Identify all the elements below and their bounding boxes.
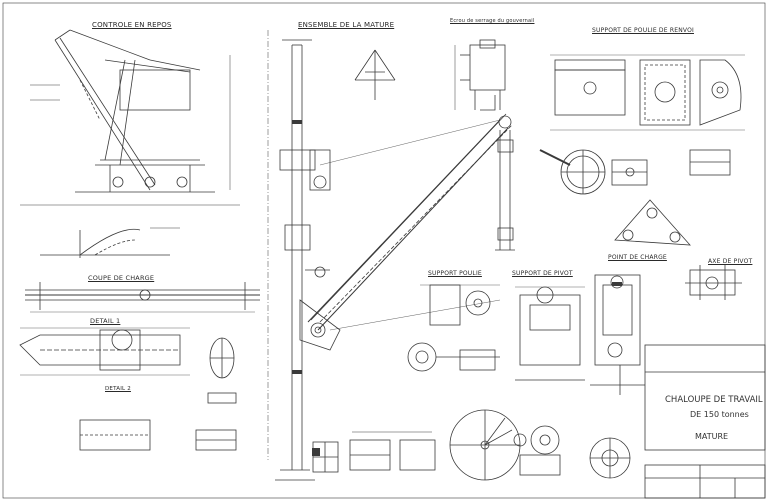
title-block-line-3: MATURE [695,432,729,441]
title-block-line-1: CHALOUPE DE TRAVAIL [665,395,763,405]
title-block-line-2: DE 150 tonnes [690,410,749,419]
winch-drum [449,409,561,481]
base-wheel [589,437,631,479]
load-diagram [25,282,260,313]
view-title-load-diagram: COUPE DE CHARGE [88,274,155,282]
view-title-assembly: ENSEMBLE DE LA MATURE [298,21,395,29]
detail-1 [19,327,190,376]
sheave-detail [539,149,648,195]
pivot-axle [685,265,742,300]
view-title-general: CONTROLE EN REPOS [92,21,172,29]
pulley-bracket [407,284,500,372]
shackle-detail [207,337,237,404]
triangular-plate [614,199,691,246]
view-title-hoist-detail: Ecrou de serrage du gouvernail [450,18,535,24]
title-block-frame [644,344,766,499]
mast-assembly [267,30,515,481]
pivot-support [515,286,585,381]
view-title-detail-1: DETAIL 1 [90,317,121,325]
swing-arc-diagram [40,227,180,258]
view-title-pulley-bracket: SUPPORT POULIE [428,270,482,277]
detail-2 [79,419,237,451]
view-title-pivot-support: SUPPORT DE PIVOT [512,270,573,277]
view-title-load-hook: POINT DE CHARGE [608,254,667,261]
hoist-detail [454,39,506,111]
view-title-detail-2: DETAIL 2 [105,386,131,392]
crane-general-view [20,29,240,206]
pulley-support [550,54,745,176]
view-title-pulley-support: SUPPORT DE POULIE DE RENVOI [592,27,694,34]
mast-base [312,431,436,473]
load-hook [590,274,645,395]
view-title-pivot-axle: AXE DE PIVOT [708,258,753,265]
